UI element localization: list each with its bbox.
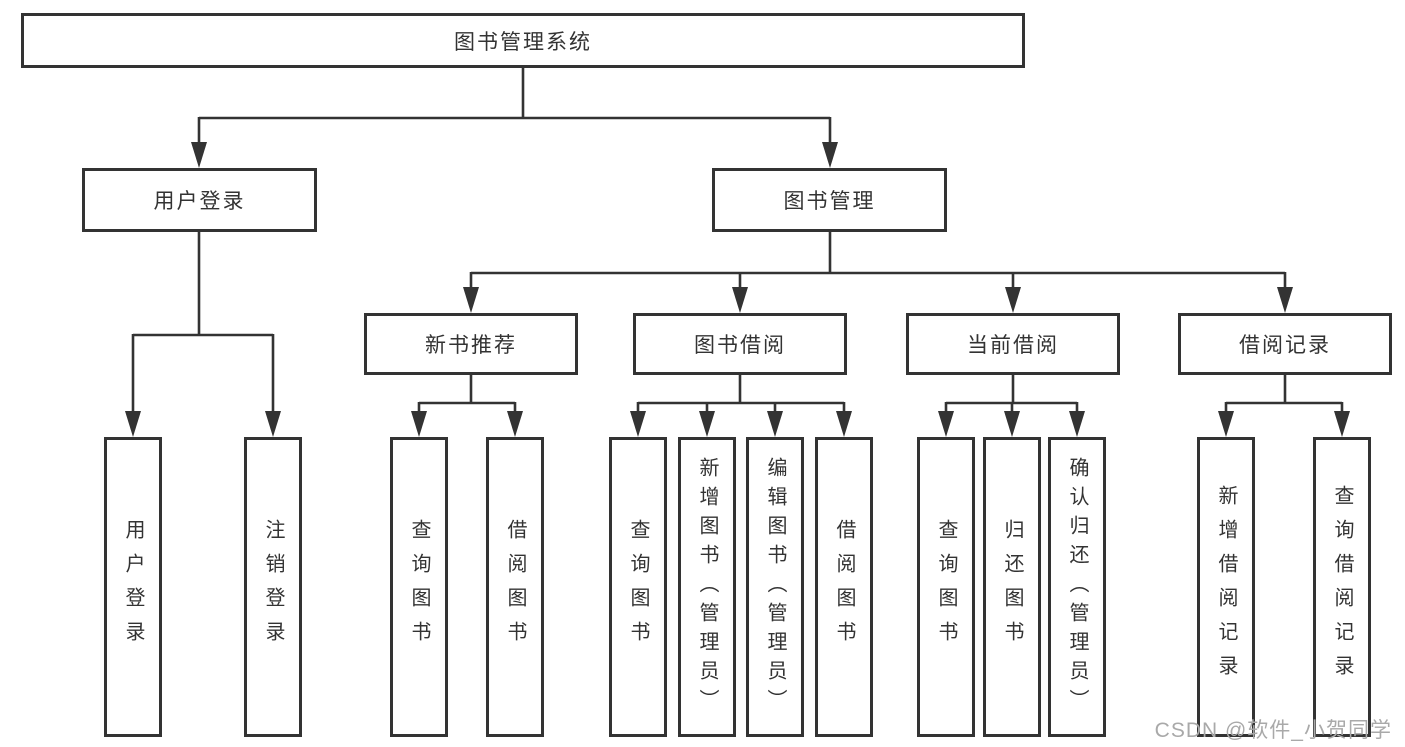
- leaf-borrow-books-newbook: 借阅图书: [486, 437, 544, 737]
- node-current-borrowing-label: 当前借阅: [967, 334, 1059, 357]
- leaf-query-books-newbook: 查询图书: [390, 437, 448, 737]
- leaf-return-books: 归还图书: [983, 437, 1041, 737]
- leaf-add-borrow-record-label: 新增借阅记录: [1215, 485, 1237, 689]
- node-root-system: 图书管理系统: [21, 13, 1025, 68]
- edge-borrow-record-to-leaves: [1218, 375, 1350, 437]
- leaf-edit-books-admin: 编辑图书（管理员）: [746, 437, 804, 737]
- edge-book-mgmt-to-level3: [463, 232, 1293, 313]
- edge-current-borrow-to-leaves: [938, 375, 1085, 437]
- leaf-confirm-return-admin: 确认归还（管理员）: [1048, 437, 1106, 737]
- leaf-return-books-label: 归还图书: [1001, 519, 1023, 655]
- csdn-watermark: CSDN @软件_小贺同学: [1154, 719, 1392, 742]
- node-user-login-label: 用户登录: [153, 190, 246, 213]
- leaf-query-books-current: 查询图书: [917, 437, 975, 737]
- edge-root-to-level2: [191, 68, 838, 168]
- edge-book-borrow-to-leaves: [630, 375, 852, 437]
- node-book-management: 图书管理: [712, 168, 947, 232]
- leaf-add-books-admin-label: 新增图书（管理员）: [696, 456, 718, 718]
- node-new-book-recommend: 新书推荐: [364, 313, 578, 375]
- leaf-query-books-newbook-label: 查询图书: [408, 519, 430, 655]
- node-book-management-label: 图书管理: [783, 190, 876, 213]
- edge-new-book-to-leaves: [411, 375, 523, 437]
- leaf-add-borrow-record: 新增借阅记录: [1197, 437, 1255, 737]
- leaf-query-books-borrowing: 查询图书: [609, 437, 667, 737]
- node-current-borrowing: 当前借阅: [906, 313, 1120, 375]
- leaf-query-books-borrowing-label: 查询图书: [627, 519, 649, 655]
- node-book-borrowing-label: 图书借阅: [694, 334, 786, 357]
- node-borrowing-records-label: 借阅记录: [1239, 334, 1331, 357]
- node-user-login: 用户登录: [82, 168, 317, 232]
- leaf-logout: 注销登录: [244, 437, 302, 737]
- edge-user-login-to-leaves: [125, 232, 281, 437]
- leaf-borrow-books-borrowing: 借阅图书: [815, 437, 873, 737]
- node-book-borrowing: 图书借阅: [633, 313, 847, 375]
- leaf-user-login-label: 用户登录: [122, 519, 144, 655]
- node-root-label: 图书管理系统: [454, 30, 592, 54]
- leaf-borrow-books-newbook-label: 借阅图书: [504, 519, 526, 655]
- leaf-user-login: 用户登录: [104, 437, 162, 737]
- leaf-query-borrow-record: 查询借阅记录: [1313, 437, 1371, 737]
- leaf-query-borrow-record-label: 查询借阅记录: [1331, 485, 1353, 689]
- leaf-edit-books-admin-label: 编辑图书（管理员）: [764, 456, 786, 718]
- node-new-book-recommend-label: 新书推荐: [425, 334, 517, 357]
- node-borrowing-records: 借阅记录: [1178, 313, 1392, 375]
- leaf-confirm-return-admin-label: 确认归还（管理员）: [1066, 456, 1088, 718]
- leaf-query-books-current-label: 查询图书: [935, 519, 957, 655]
- leaf-borrow-books-borrowing-label: 借阅图书: [833, 519, 855, 655]
- leaf-add-books-admin: 新增图书（管理员）: [678, 437, 736, 737]
- leaf-logout-label: 注销登录: [262, 519, 284, 655]
